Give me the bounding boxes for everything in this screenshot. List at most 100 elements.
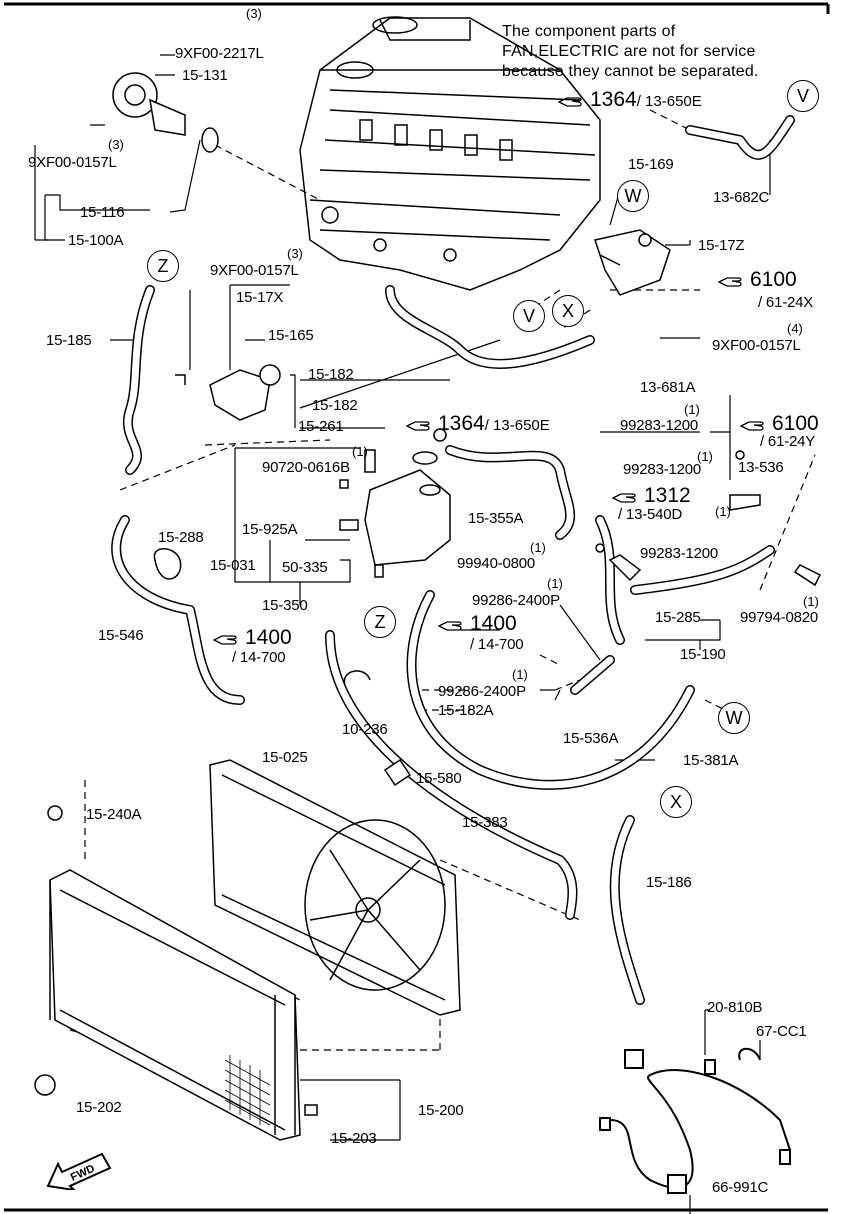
part-label-15-240a[interactable]: 15-240A [86,806,142,823]
part-label-15-381a[interactable]: 15-381A [683,752,739,769]
ref-section: / 14-700 [232,649,286,666]
pointing-hand-icon [558,97,582,107]
part-label-15-025[interactable]: 15-025 [262,749,308,766]
part-label-13-681a[interactable]: 13-681A [640,379,696,396]
qty-label: (1) [512,667,528,682]
part-label-66-991c[interactable]: 66-991C [712,1179,769,1196]
ref-number: 6100 [772,412,819,435]
forward-direction-arrow-icon: FWD [46,1152,112,1190]
part-label-15-202[interactable]: 15-202 [76,1099,122,1116]
qty-label: (1) [803,594,819,609]
qty-label: (1) [352,444,368,459]
part-label-15-182-2[interactable]: 15-182 [312,397,358,414]
part-label-15-186[interactable]: 15-186 [646,874,692,891]
part-label-9xf00-0157l-2[interactable]: 9XF00-0157L [210,262,299,279]
service-note-line-3: because they cannot be separated. [502,63,759,80]
part-label-15-182a[interactable]: 15-182A [438,702,494,719]
ref-number: 1312 [644,484,691,507]
part-label-10-236[interactable]: 10-236 [342,721,388,738]
part-label-15-185[interactable]: 15-185 [46,332,92,349]
part-label-15-17z[interactable]: 15-17Z [698,237,745,254]
pointing-hand-icon [406,421,430,431]
service-note: The component parts of FAN,ELECTRIC are … [502,22,759,82]
part-label-15-182[interactable]: 15-182 [308,366,354,383]
pointing-hand-icon [718,277,742,287]
ref-section: / 61-24X [758,294,814,311]
part-label-15-200[interactable]: 15-200 [418,1102,464,1119]
engine-block-illustration [299,16,601,291]
part-label-15-116[interactable]: 15-116 [80,204,125,221]
qty-label: (3) [246,6,262,21]
service-note-line-1: The component parts of [502,23,676,40]
ref-number: 1400 [470,612,517,635]
ref-6100-top[interactable]: 6100 [718,268,797,292]
qty-label: (1) [715,504,731,519]
part-label-15-203[interactable]: 15-203 [331,1130,377,1147]
part-label-15-261[interactable]: 15-261 [298,418,344,435]
ref-1400-mid[interactable]: 1400 [438,612,517,636]
connector-circle-v-2[interactable]: V [513,300,545,332]
part-label-15-100a[interactable]: 15-100A [68,232,124,249]
ref-1400-left[interactable]: 1400 [213,626,292,650]
part-label-9xf00-0157l[interactable]: 9XF00-0157L [28,154,117,171]
connector-circle-x-2[interactable]: X [660,786,692,818]
part-label-15-285[interactable]: 15-285 [655,609,701,626]
part-label-15-355a[interactable]: 15-355A [468,510,524,527]
ref-section: / 13-650E [484,417,550,434]
part-label-9xf00-0157l-3[interactable]: 9XF00-0157L [712,337,801,354]
pointing-hand-icon [740,421,764,431]
water-pump-pulley-illustration [112,72,219,153]
qty-label: (1) [530,540,546,555]
part-label-15-580[interactable]: 15-580 [416,770,462,787]
ref-section: / 61-24Y [760,433,816,450]
part-label-15-131[interactable]: 15-131 [182,67,228,84]
connector-circle-x[interactable]: X [552,295,584,327]
part-label-90720-0616b[interactable]: 90720-0616B [262,459,350,476]
part-label-15-383[interactable]: 15-383 [462,814,508,831]
connector-circle-z[interactable]: Z [147,250,179,282]
part-label-15-169[interactable]: 15-169 [628,156,674,173]
connector-circle-z-2[interactable]: Z [364,606,396,638]
part-label-99283-1200-3[interactable]: 99283-1200 [640,545,719,562]
part-label-15-190[interactable]: 15-190 [680,646,726,663]
part-label-13-682c[interactable]: 13-682C [713,189,770,206]
misc-parts-illustration [153,229,822,787]
part-label-15-536a[interactable]: 15-536A [563,730,619,747]
part-label-15-288[interactable]: 15-288 [158,529,204,546]
service-note-line-2: FAN,ELECTRIC are not for service [502,43,756,60]
part-label-15-350[interactable]: 15-350 [262,597,308,614]
part-label-15-031[interactable]: 15-031 [210,557,256,574]
part-label-15-925a[interactable]: 15-925A [242,521,298,538]
qty-label: (3) [108,137,124,152]
ref-number: 1400 [245,626,292,649]
part-label-99940-0800[interactable]: 99940-0800 [457,555,536,572]
part-label-99286-2400p[interactable]: 99286-2400P [472,592,560,609]
part-label-13-536[interactable]: 13-536 [738,459,784,476]
part-label-15-165[interactable]: 15-165 [268,327,314,344]
part-label-99283-1200[interactable]: 99283-1200 [620,417,699,434]
part-label-99286-2400p-2[interactable]: 99286-2400P [438,683,526,700]
connector-circle-w[interactable]: W [617,180,649,212]
part-label-50-335[interactable]: 50-335 [282,559,328,576]
ref-section: / 13-540D [618,506,683,523]
part-label-20-810b[interactable]: 20-810B [707,999,763,1016]
part-label-15-17x[interactable]: 15-17X [236,289,284,306]
part-label-99283-1200-2[interactable]: 99283-1200 [623,461,702,478]
fan-shroud-illustration [209,759,461,1016]
part-label-67-cc1[interactable]: 67-CC1 [756,1023,807,1040]
ref-6100-mid[interactable]: 6100 [740,412,819,436]
connector-circle-v[interactable]: V [787,80,819,112]
ref-1312[interactable]: 1312 [612,484,691,508]
ref-number: 1364 [590,88,637,111]
qty-label: (1) [697,449,713,464]
qty-label: (1) [684,402,700,417]
part-label-15-546[interactable]: 15-546 [98,627,144,644]
connector-circle-w-2[interactable]: W [718,702,750,734]
ref-1364-mid[interactable]: 1364/ 13-650E [406,412,550,436]
qty-label: (4) [787,321,803,336]
ref-1364-top[interactable]: 1364/ 13-650E [558,88,702,112]
wiring-harness-illustration [599,1047,791,1194]
qty-label: (3) [287,246,303,261]
part-label-99794-0820[interactable]: 99794-0820 [740,609,819,626]
part-label-9xf00-2217l[interactable]: 9XF00-2217L [175,45,264,62]
